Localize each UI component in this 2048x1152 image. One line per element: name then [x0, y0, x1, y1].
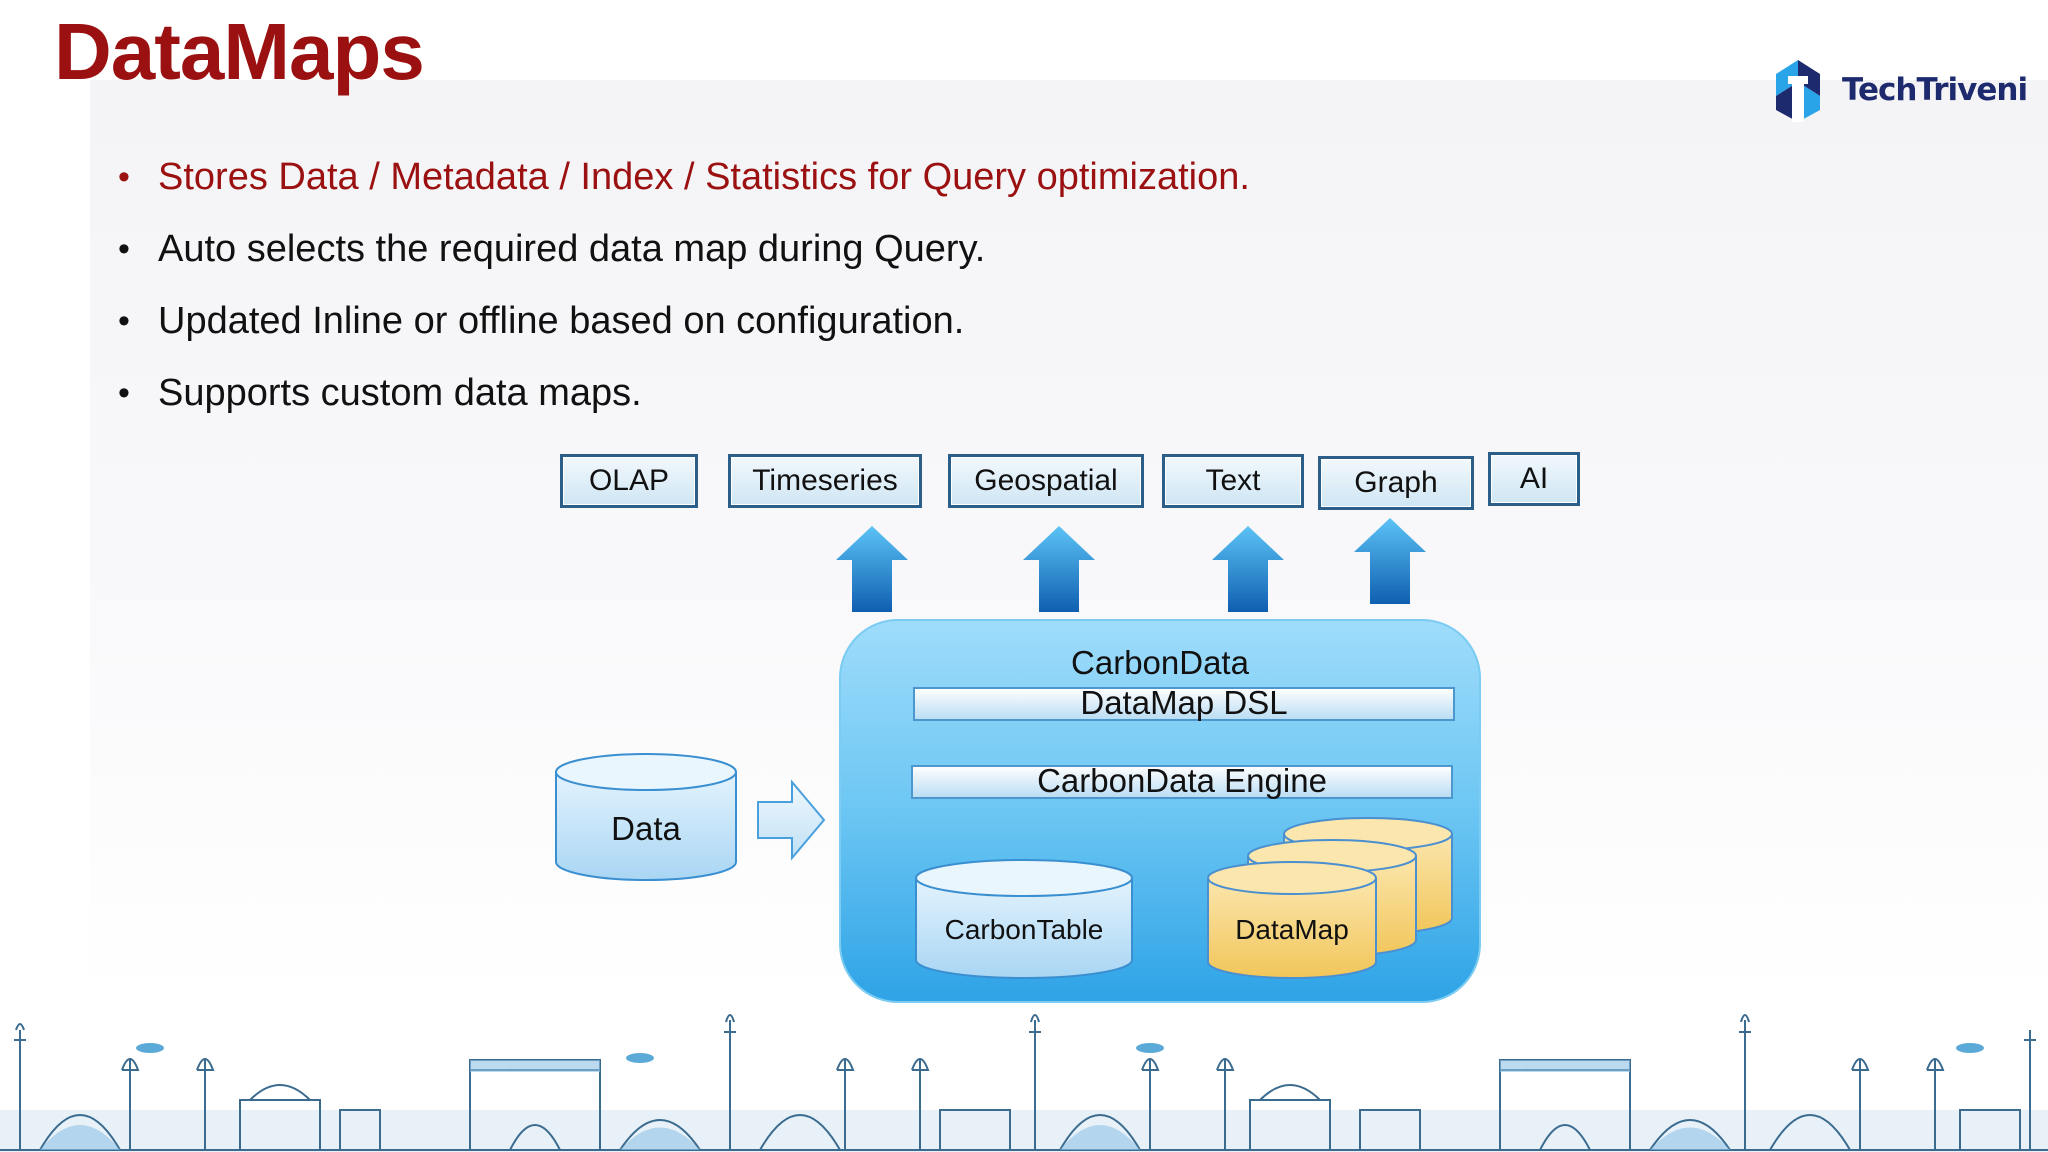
- logo-text: TechTriveni: [1842, 72, 2028, 108]
- up-arrow-icon: [1212, 526, 1284, 612]
- bullet-dot: •: [118, 158, 130, 196]
- up-arrow-icon: [1354, 518, 1426, 604]
- carbondata-label: CarbonData: [1071, 644, 1249, 681]
- category-box-graph: Graph: [1318, 456, 1474, 510]
- category-box-geospatial: Geospatial: [948, 454, 1144, 508]
- bullet-dot: •: [118, 302, 130, 340]
- bullet-list: • Stores Data / Metadata / Index / Stati…: [118, 146, 1250, 434]
- techtriveni-cube-icon: [1776, 60, 1820, 122]
- up-arrow-icon: [836, 526, 908, 612]
- category-box-text: Text: [1162, 454, 1304, 508]
- datamap-cylinder-stack: [1207, 817, 1453, 979]
- bullet-dot: •: [118, 230, 130, 268]
- bullet-item: • Supports custom data maps.: [118, 362, 1250, 434]
- datamap-dsl-bar: [913, 687, 1455, 721]
- category-box-timeseries: Timeseries: [728, 454, 922, 508]
- carbontable-label: CarbonTable: [944, 914, 1104, 945]
- techtriveni-logo: TechTriveni: [1768, 52, 2028, 132]
- slide-title: DataMaps: [54, 7, 425, 96]
- carbondata-engine-bar: [911, 765, 1453, 799]
- right-arrow-icon: [757, 779, 826, 861]
- bullet-text: Auto selects the required data map durin…: [158, 228, 986, 270]
- datamap-label: DataMap: [1235, 914, 1349, 945]
- up-arrow-icon: [1023, 526, 1095, 612]
- carbontable-cylinder: [915, 859, 1133, 979]
- bullet-dot: •: [118, 374, 130, 412]
- bullet-text: Updated Inline or offline based on confi…: [158, 300, 965, 342]
- data-cylinder: [555, 753, 737, 881]
- bullet-item: • Auto selects the required data map dur…: [118, 218, 1250, 290]
- carbondata-engine-label: CarbonData Engine: [1037, 762, 1327, 799]
- data-cylinder-label: Data: [611, 810, 681, 847]
- datamap-dsl-label: DataMap DSL: [1080, 684, 1288, 721]
- bullet-item: • Updated Inline or offline based on con…: [118, 290, 1250, 362]
- category-box-olap: OLAP: [560, 454, 698, 508]
- category-box-ai: AI: [1488, 452, 1580, 506]
- bullet-item: • Stores Data / Metadata / Index / Stati…: [118, 146, 1250, 218]
- indian-skyline-illustration: [0, 1014, 2048, 1152]
- bullet-text: Supports custom data maps.: [158, 372, 642, 414]
- bullet-text: Stores Data / Metadata / Index / Statist…: [158, 156, 1250, 198]
